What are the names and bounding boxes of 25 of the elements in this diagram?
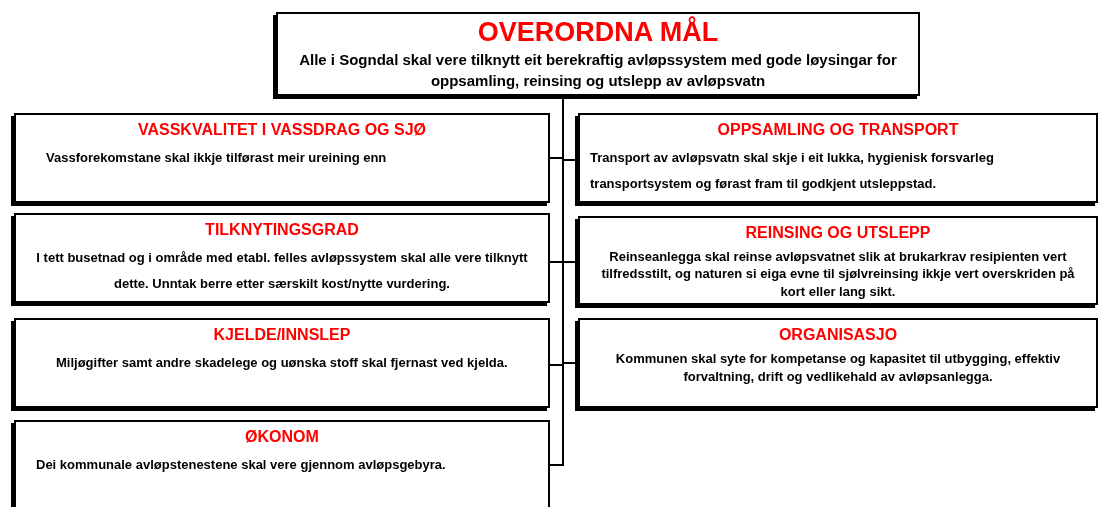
goal-heading: REINSING OG UTSLEPP (744, 224, 932, 242)
goal-description: Dei kommunale avløpstenestene skal vere gjennom avløpsgebyra. (35, 455, 447, 474)
goal-description: Reinseanlegga skal reinse avløpsvatnet slik at brukarkrav resipienten vert tilfredsstilt, og naturen si eiga evne til sjølvreinsing ikkje vert overskriden på kort eller lang sikt. (600, 247, 1076, 301)
goal-heading: VASSKVALITET I VASSDRAG OG SJØ (136, 121, 427, 139)
goal-box (14, 420, 550, 507)
goal-description: I tett busetnad og i område med etabl. felles avløpssystem skal alle vere tilknytt dette. Unntak berre etter særskilt kost/nytte vurdering. (35, 248, 529, 293)
goal-box (14, 113, 550, 203)
goal-description: Miljøgifter samt andre skadelege og uønska stoff skal fjernast ved kjelda. (55, 353, 509, 372)
goal-box (276, 12, 920, 96)
goal-heading: ORGANISASJO (777, 326, 899, 344)
goal-heading: OVERORDNA MÅL (476, 18, 720, 48)
goal-heading: OPPSAMLING OG TRANSPORT (716, 121, 960, 139)
goal-heading: ØKONOM (244, 428, 320, 446)
goal-box (14, 318, 550, 408)
goal-heading: TILKNYTINGSGRAD (204, 221, 360, 239)
goal-description: Vassforekomstane skal ikkje tilførast meir ureining enn (45, 148, 388, 167)
goal-box (578, 318, 1098, 408)
goal-box (578, 113, 1098, 203)
goal-description: Kommunen skal syte for kompetanse og kapasitet til utbygging, effektiv forvaltning, drift og vedlikehald av avløpsanlegga. (614, 349, 1062, 386)
goal-box (14, 213, 550, 303)
goal-box (578, 216, 1098, 305)
goal-heading: KJELDE/INNSLEP (212, 326, 352, 344)
goal-description: Transport av avløpsvatn skal skje i eit lukka, hygienisk forsvarleg transportsystem og førast fram til godkjent utsleppstad. (590, 148, 995, 193)
goal-description: Alle i Sogndal skal vere tilknytt eit berekraftig avløpssystem med gode løysingar for oppsamling, reinsing og utslepp av avløpsvatn (298, 49, 898, 91)
connector-line (549, 98, 564, 466)
